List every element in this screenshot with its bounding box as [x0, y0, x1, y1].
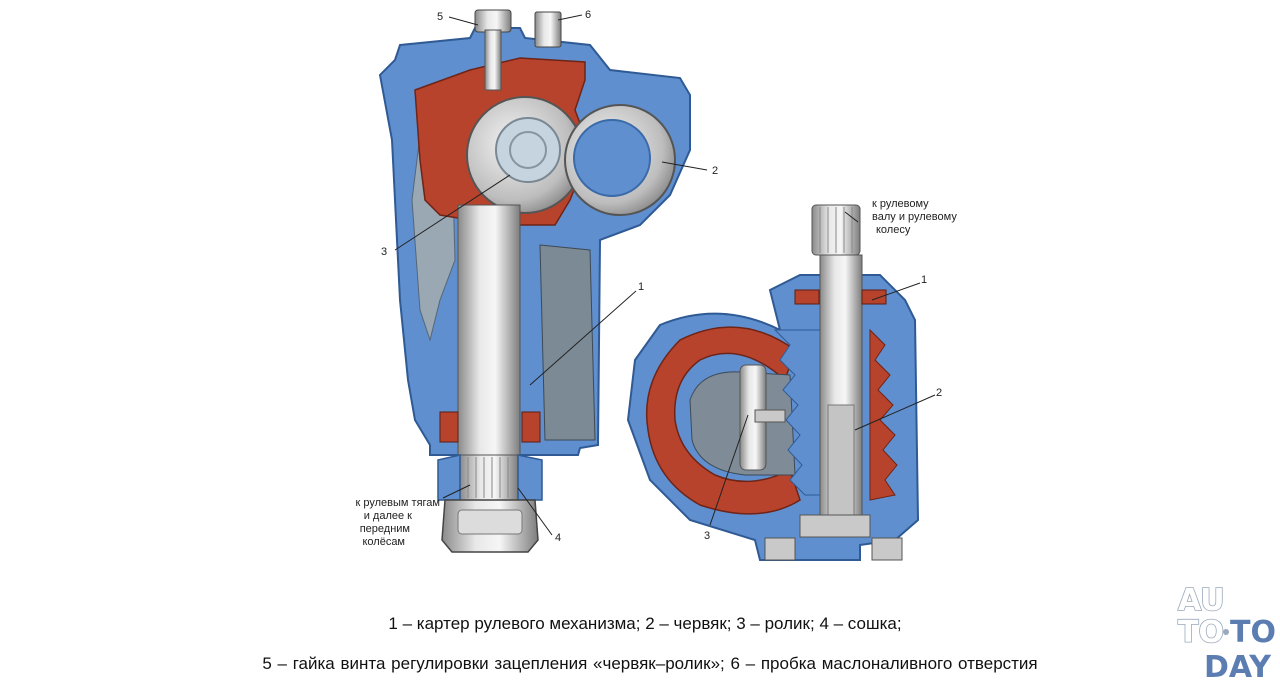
bottom-cap	[799, 514, 871, 538]
splined-output	[459, 454, 519, 501]
right-note: к рулевому валу и рулевому колесу	[872, 198, 957, 236]
right-note-line: колесу	[876, 224, 911, 236]
label-4: 4	[555, 532, 561, 544]
autotoday-watermark-logo: AU TO TO DAY	[1177, 582, 1276, 685]
left-seal	[439, 411, 459, 443]
right-red-gear-band	[869, 328, 898, 501]
label-3: 3	[381, 246, 387, 258]
splines	[467, 457, 509, 498]
logo-line-day: DAY	[1204, 650, 1272, 685]
logo-line-to-2: TO	[1230, 615, 1276, 650]
left-section-view: 5 6 2 3 1 4 к рулевым тягам и далее к пе…	[356, 9, 718, 553]
sector-shaft	[457, 204, 521, 456]
caption-line-1: 1 – картер рулевого механизма; 2 – червя…	[388, 614, 902, 633]
right-label-3: 3	[704, 530, 710, 542]
right-section-view: 1 2 3 к рулевому валу и рулевому колесу	[626, 198, 957, 561]
logo-line-to-1: TO	[1178, 615, 1224, 650]
label-6: 6	[585, 9, 591, 21]
bolt-right	[871, 537, 903, 561]
label-1: 1	[638, 281, 644, 293]
right-label-2: 2	[936, 387, 942, 399]
left-note: к рулевым тягам и далее к передним колёс…	[356, 497, 440, 548]
top-seal-right	[861, 289, 887, 305]
left-note-line: и далее к	[364, 510, 412, 522]
right-note-line: валу и рулевому	[872, 211, 957, 223]
oil-plug	[534, 11, 562, 48]
label-2: 2	[712, 165, 718, 177]
right-gear-teeth	[773, 329, 821, 496]
bolt-left	[764, 537, 796, 561]
roller-hub	[495, 117, 561, 183]
right-note-line: к рулевому	[872, 198, 929, 210]
logo-line-au: AU	[1178, 583, 1225, 618]
label-5: 5	[437, 11, 443, 23]
shaft-slot	[827, 404, 855, 516]
left-side-window	[539, 244, 596, 441]
left-note-line: к рулевым тягам	[356, 497, 440, 509]
caption-line-2: 5 – гайка винта регулировки зацепления «…	[262, 654, 1038, 673]
roller-pin	[754, 409, 786, 423]
left-note-line: передним	[360, 523, 410, 535]
input-spline-lines	[819, 207, 853, 253]
logo-dot-icon	[1223, 629, 1229, 635]
nut-face	[457, 509, 523, 535]
adjust-screw	[484, 29, 502, 91]
worm-center	[573, 119, 651, 197]
adjust-nut	[474, 9, 512, 33]
roller-hub-ring	[509, 131, 547, 169]
right-red-crescent	[645, 326, 801, 515]
top-seal-left	[794, 289, 820, 305]
right-seal	[521, 411, 541, 443]
right-label-1: 1	[921, 274, 927, 286]
left-note-line: колёсам	[362, 536, 405, 548]
